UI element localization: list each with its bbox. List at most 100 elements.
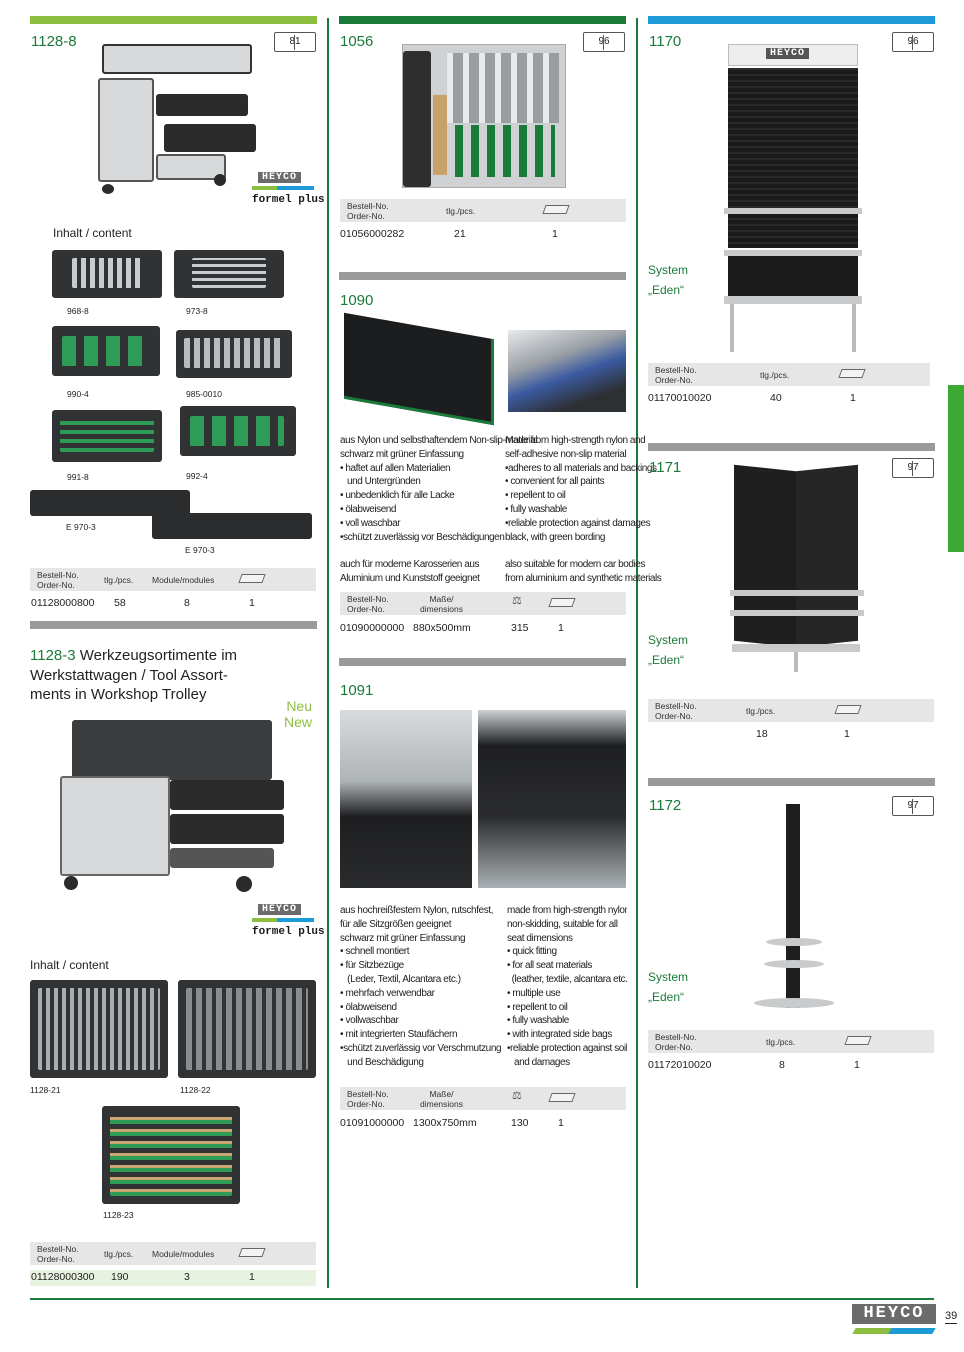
modules-header: Module/modules: [152, 1249, 215, 1259]
table-row: 01128000300 190 3 1: [30, 1270, 316, 1286]
order-number: 01128000300: [31, 1271, 95, 1283]
fender-cover-image: [340, 312, 500, 426]
system-name: System „Eden“: [648, 970, 689, 1004]
order-number: 01056000282: [340, 228, 405, 240]
table-header: Bestell-No. Order-No. Maße/ dimensions ⚖: [340, 1087, 626, 1110]
corner-stand-image: [730, 464, 866, 674]
quantity: 8: [779, 1059, 785, 1071]
product-code: 1128-3: [30, 647, 76, 664]
package-icon: [548, 1093, 576, 1102]
package-icon: [238, 574, 266, 583]
table-row: 01090000000 880x500mm 315 1: [340, 622, 626, 638]
section-bar: [30, 16, 317, 24]
table-header: Bestell-No. Order-No. tlg./pcs. Module/m…: [30, 568, 316, 591]
new-badge-de: Neu: [286, 698, 312, 714]
page-number: 39: [945, 1310, 958, 1324]
order-no-header: Bestell-No. Order-No.: [347, 1089, 389, 1109]
bottom-rule: [30, 1298, 934, 1300]
seat-cover-photo: [478, 710, 626, 888]
pack-qty: 1: [552, 228, 558, 240]
qty-header: tlg./pcs.: [760, 370, 790, 380]
tray-label: 990-4: [67, 389, 89, 399]
catalog-page-reference: 96: [892, 32, 934, 52]
description-en: made from high-strength nylon and self-a…: [505, 435, 662, 584]
pack-qty: 1: [249, 597, 255, 609]
order-number: 01128000800: [31, 597, 95, 609]
catalog-page-reference: 97: [892, 796, 934, 816]
table-row: 01170010020 40 1: [648, 392, 930, 408]
logo-stripe: [252, 186, 314, 190]
package-icon: [238, 1248, 266, 1257]
heyco-wordmark: HEYCO: [852, 1304, 936, 1324]
section-bar: [339, 16, 626, 24]
quantity: 21: [454, 228, 466, 240]
tray-label: 973-8: [186, 306, 208, 316]
table-header: Bestell-No. Order-No. tlg./pcs.: [648, 1030, 934, 1053]
table-header: Bestell-No. Order-No. tlg./pcs.: [648, 363, 930, 386]
description-en: made from high-strength nylon non-skiddi…: [507, 905, 627, 1068]
table-row: 01128000800 58 8 1: [30, 597, 316, 613]
tray-label: 1128-21: [30, 1085, 61, 1095]
weight-icon: ⚖: [512, 595, 522, 607]
formel-plus-logo: formel plus: [252, 194, 325, 206]
tray-image: [152, 513, 312, 539]
section-bar: [648, 443, 935, 451]
heyco-footer-logo: HEYCO: [852, 1304, 936, 1338]
tray-image: [176, 330, 292, 378]
column-stand-image: [752, 804, 840, 1010]
table-header: Bestell-No. Order-No. tlg./pcs.: [340, 199, 626, 222]
modules: 3: [184, 1271, 190, 1283]
order-number: 01091000000: [340, 1117, 405, 1129]
description-de: aus hochreißfestem Nylon, rutschfest, fü…: [340, 905, 502, 1068]
qty-header: tlg./pcs.: [746, 706, 776, 716]
tray-image: [52, 250, 162, 298]
tray-image: [180, 406, 296, 456]
catalog-page-reference: 81: [274, 32, 316, 52]
section-bar: [648, 778, 935, 786]
side-tab: [948, 385, 964, 552]
section-bar: [339, 272, 626, 280]
qty-header: tlg./pcs.: [104, 575, 134, 585]
modules: 8: [184, 597, 190, 609]
system-name: System „Eden“: [648, 633, 689, 667]
workshop-trolley-image: [52, 716, 292, 892]
pack-qty: 1: [844, 728, 850, 740]
heyco-logo: HEYCO: [258, 172, 302, 183]
quantity: 190: [111, 1271, 129, 1283]
order-number: 01090000000: [340, 622, 405, 634]
heyco-logo: HEYCO: [258, 904, 302, 915]
content-heading: Inhalt / content: [53, 226, 132, 240]
table-header: Bestell-No. Order-No. tlg./pcs.: [648, 699, 934, 722]
product-code: 1170: [649, 33, 682, 50]
dimensions-header: Maße/ dimensions: [420, 594, 463, 614]
tray-label: 1128-22: [180, 1085, 211, 1095]
package-icon: [548, 598, 576, 607]
product-code: 1172: [649, 797, 682, 814]
quantity: 40: [770, 392, 782, 404]
product-code: 1091: [340, 682, 374, 699]
table-row: 01172010020 8 1: [648, 1059, 934, 1075]
dimensions-header: Maße/ dimensions: [420, 1089, 463, 1109]
title-line-3: ments in Workshop Trolley: [30, 686, 207, 703]
title-line-1: Werkzeugsortimente im: [75, 647, 238, 664]
system-name: System „Eden“: [648, 263, 689, 297]
display-stand-image: HEYCO: [720, 42, 866, 354]
order-no-header: Bestell-No. Order-No.: [655, 1032, 697, 1052]
order-number: 01170010020: [648, 392, 712, 404]
tray-label: E 970-3: [66, 522, 96, 532]
tray-image: [174, 250, 284, 298]
column-divider-1: [327, 18, 329, 1288]
weight: 130: [511, 1117, 529, 1129]
tool-roll-image: [402, 44, 566, 188]
modules-header: Module/modules: [152, 575, 215, 585]
product-code: 1128-8: [31, 33, 77, 50]
order-number: 01172010020: [648, 1059, 712, 1071]
package-icon: [542, 205, 570, 214]
new-badge-en: New: [283, 714, 312, 730]
order-no-header: Bestell-No. Order-No.: [655, 701, 697, 721]
weight: 315: [511, 622, 529, 634]
order-no-header: Bestell-No. Order-No.: [347, 201, 389, 221]
product-code: 1171: [649, 459, 682, 476]
tray-image: [52, 410, 162, 462]
catalog-page-reference: 96: [583, 32, 625, 52]
